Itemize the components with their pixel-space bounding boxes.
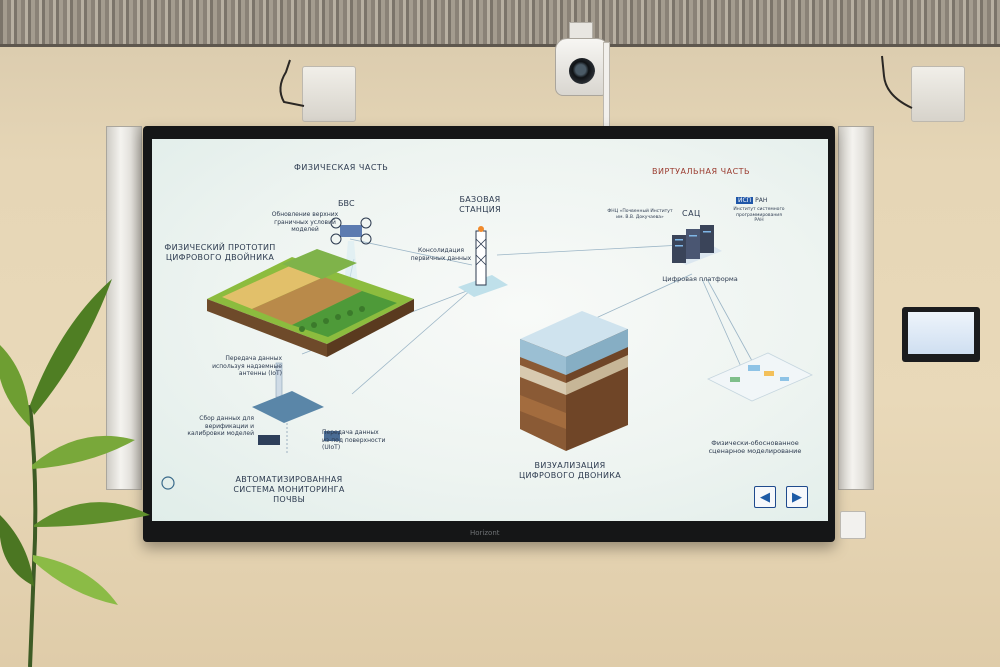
label-transfer-ground: Передача данных используя надземные анте… [212,355,282,377]
wall-sensor-right [911,66,965,122]
server-rack-icon [672,225,722,265]
drone-icon [330,217,372,245]
prev-arrow-icon: ◀ [760,489,770,505]
org-badge-isp-logo: ИСП [736,197,754,204]
wall-control-tablet[interactable] [902,307,980,362]
label-prototype: ФИЗИЧЕСКИЙ ПРОТОТИП ЦИФРОВОГО ДВОЙНИКА [164,243,276,262]
next-slide-button[interactable]: ▶ [786,486,808,508]
heading-physical: ФИЗИЧЕСКАЯ ЧАСТЬ [294,163,389,172]
org-badge-isp: ИСП РАН [736,197,767,204]
display-screen: ФИЗИЧЕСКАЯ ЧАСТЬ ВИРТУАЛЬНАЯ ЧАСТЬ БВС О… [152,139,828,521]
label-platform: Цифровая платформа [662,275,738,283]
tv-brand: Horizont [470,529,500,537]
soil-sensor-illustration [252,362,340,455]
soil-cube-illustration [520,311,628,451]
wall-sensor-left [302,66,356,122]
wall-outlet [840,511,866,539]
speaker-right [838,126,874,490]
loading-ring-icon [161,476,175,490]
label-consolidation: Консолидация первичных данных [410,247,472,262]
heading-virtual: ВИРТУАЛЬНАЯ ЧАСТЬ [652,167,751,176]
label-collect-data: Сбор данных для верификации и калибровки… [187,415,254,437]
prev-slide-button[interactable]: ◀ [754,486,776,508]
ptz-camera [551,22,611,104]
speaker-left [106,126,142,490]
cable-right [881,55,913,109]
label-transfer-underground: Передача данных из-под поверхности (UIoT… [322,429,386,451]
ceiling-panel [0,0,1000,47]
houseplant [0,279,150,667]
diagram-graphics [161,217,813,490]
label-monitoring-system: АВТОМАТИЗИРОВАННАЯ СИСТЕМА МОНИТОРИНГА П… [233,475,345,504]
label-visualization: ВИЗУАЛИЗАЦИЯ ЦИФРОВОГО ДВОНИКА [519,461,621,480]
org-badge-isp-suffix: РАН [755,197,768,204]
field-illustration [207,249,414,357]
base-station-tower-icon [458,226,508,297]
tablet-screen [908,312,974,354]
label-bvs: БВС [338,199,355,208]
label-org-isp: Институт системного программирования РАН [733,207,785,224]
next-arrow-icon: ▶ [792,489,802,505]
label-scenario-modeling: Физически-обоснованное сценарное моделир… [708,439,802,456]
label-org-dokuchaev: ФНЦ «Почвенный Институт им. В.В. Докучае… [607,209,673,220]
camera-lens [569,58,595,84]
cable-left [279,59,305,107]
label-update-conditions: Обновление верхних граничных условий мод… [271,211,339,233]
label-sac: САЦ [682,209,701,218]
label-base-station: БАЗОВАЯ СТАНЦИЯ [459,195,501,214]
scenario-dashboard-illustration [707,352,813,402]
camera-conduit [603,42,610,128]
